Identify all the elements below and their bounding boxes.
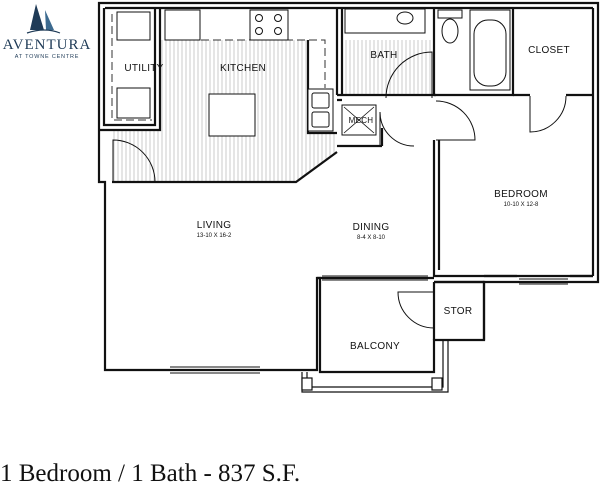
refrigerator-icon (164, 9, 201, 41)
brand-subtitle: AT TOWNE CENTRE (15, 54, 79, 60)
mech-label: MECH (349, 116, 374, 125)
toilet-icon (437, 9, 463, 19)
stor-label: STOR (444, 306, 473, 317)
mech-unit (341, 104, 377, 136)
kitchen-fixtures (116, 9, 334, 137)
bath-label: BATH (370, 50, 397, 61)
balcony-label: BALCONY (350, 341, 400, 352)
closet-label: CLOSET (528, 45, 570, 56)
storage-door (397, 291, 435, 329)
bedroom-dimensions: 10-10 X 12-8 (504, 202, 539, 208)
windows (170, 275, 568, 374)
bath-door (385, 51, 433, 99)
bathtub-icon (469, 9, 511, 91)
brand-name: AVENTURA (3, 37, 92, 53)
living-dimensions: 13-10 X 16-2 (197, 233, 232, 239)
dining-label: DINING (353, 222, 390, 233)
washer-icon (116, 11, 151, 41)
stove-icon (249, 9, 289, 41)
doors (112, 51, 567, 329)
upper-cabinets (111, 14, 326, 121)
sail-logo-icon (26, 4, 61, 34)
lavatory-sink-icon (396, 11, 414, 25)
bedroom-door (435, 100, 476, 141)
balcony-railing (301, 340, 449, 393)
unit-caption: 1 Bedroom / 1 Bath - 837 S.F. (0, 460, 301, 487)
kitchen-label: KITCHEN (220, 63, 266, 74)
room-labels: UTILITY KITCHEN BATH CLOSET MECH LIVING … (124, 45, 570, 352)
closet-door (529, 95, 567, 133)
entry-door (112, 139, 156, 183)
bedroom-label: BEDROOM (494, 189, 548, 200)
dryer-icon (116, 87, 151, 119)
dining-dimensions: 8-4 X 8-10 (357, 235, 386, 241)
mech-door (379, 111, 415, 147)
brand-logo: AVENTURA AT TOWNE CENTRE (3, 4, 92, 60)
bath-fixtures (344, 8, 511, 91)
utility-label: UTILITY (124, 63, 163, 74)
living-label: LIVING (197, 220, 232, 231)
kitchen-island (208, 93, 256, 137)
vanity-icon (344, 8, 426, 34)
